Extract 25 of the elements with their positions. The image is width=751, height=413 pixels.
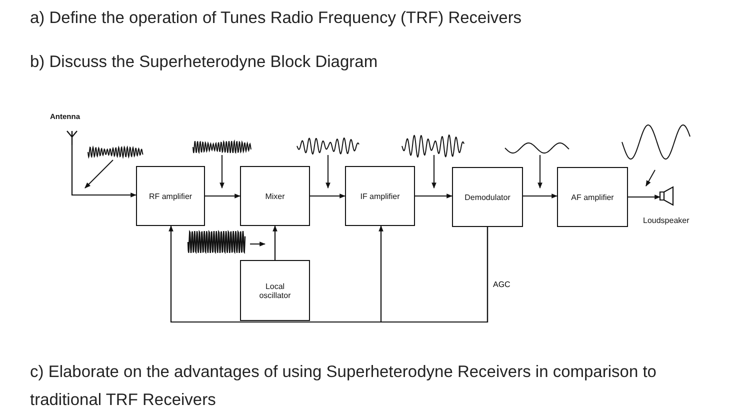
block-box	[345, 166, 415, 226]
block-label: Local oscillator	[258, 282, 292, 300]
block-label: AF amplifier	[571, 192, 614, 202]
question-text: c) Elaborate on the advantages of using Superheterodyne Receivers in comparison to traditional TRF Receivers	[30, 362, 658, 411]
connector-arrow	[205, 194, 241, 198]
block-box	[240, 166, 310, 226]
block-box	[557, 167, 628, 227]
loudspeaker-label: Loudspeaker	[643, 216, 690, 225]
oscillator-box	[240, 260, 310, 321]
connector-arrow	[415, 194, 453, 198]
block-box	[452, 167, 523, 227]
block-box	[136, 166, 205, 226]
edge-label: AGC	[492, 280, 512, 289]
block-label: Mixer	[265, 192, 285, 200]
block-label: Demodulator	[464, 192, 510, 202]
connector-arrow	[378, 225, 488, 323]
question-text: a) Define the operation of Tunes Radio Frequency (TRF) Receivers	[30, 8, 523, 29]
connector-arrow	[272, 225, 278, 260]
block-label: RF amplifier	[148, 192, 192, 200]
block-label: IF amplifier	[360, 192, 400, 200]
connector-arrow	[628, 194, 661, 200]
question-text: b) Discuss the Superheterodyne Block Diagram	[30, 52, 379, 73]
connector-arrow	[310, 194, 346, 198]
connector-arrow	[523, 194, 558, 198]
connector-arrow	[71, 145, 137, 198]
